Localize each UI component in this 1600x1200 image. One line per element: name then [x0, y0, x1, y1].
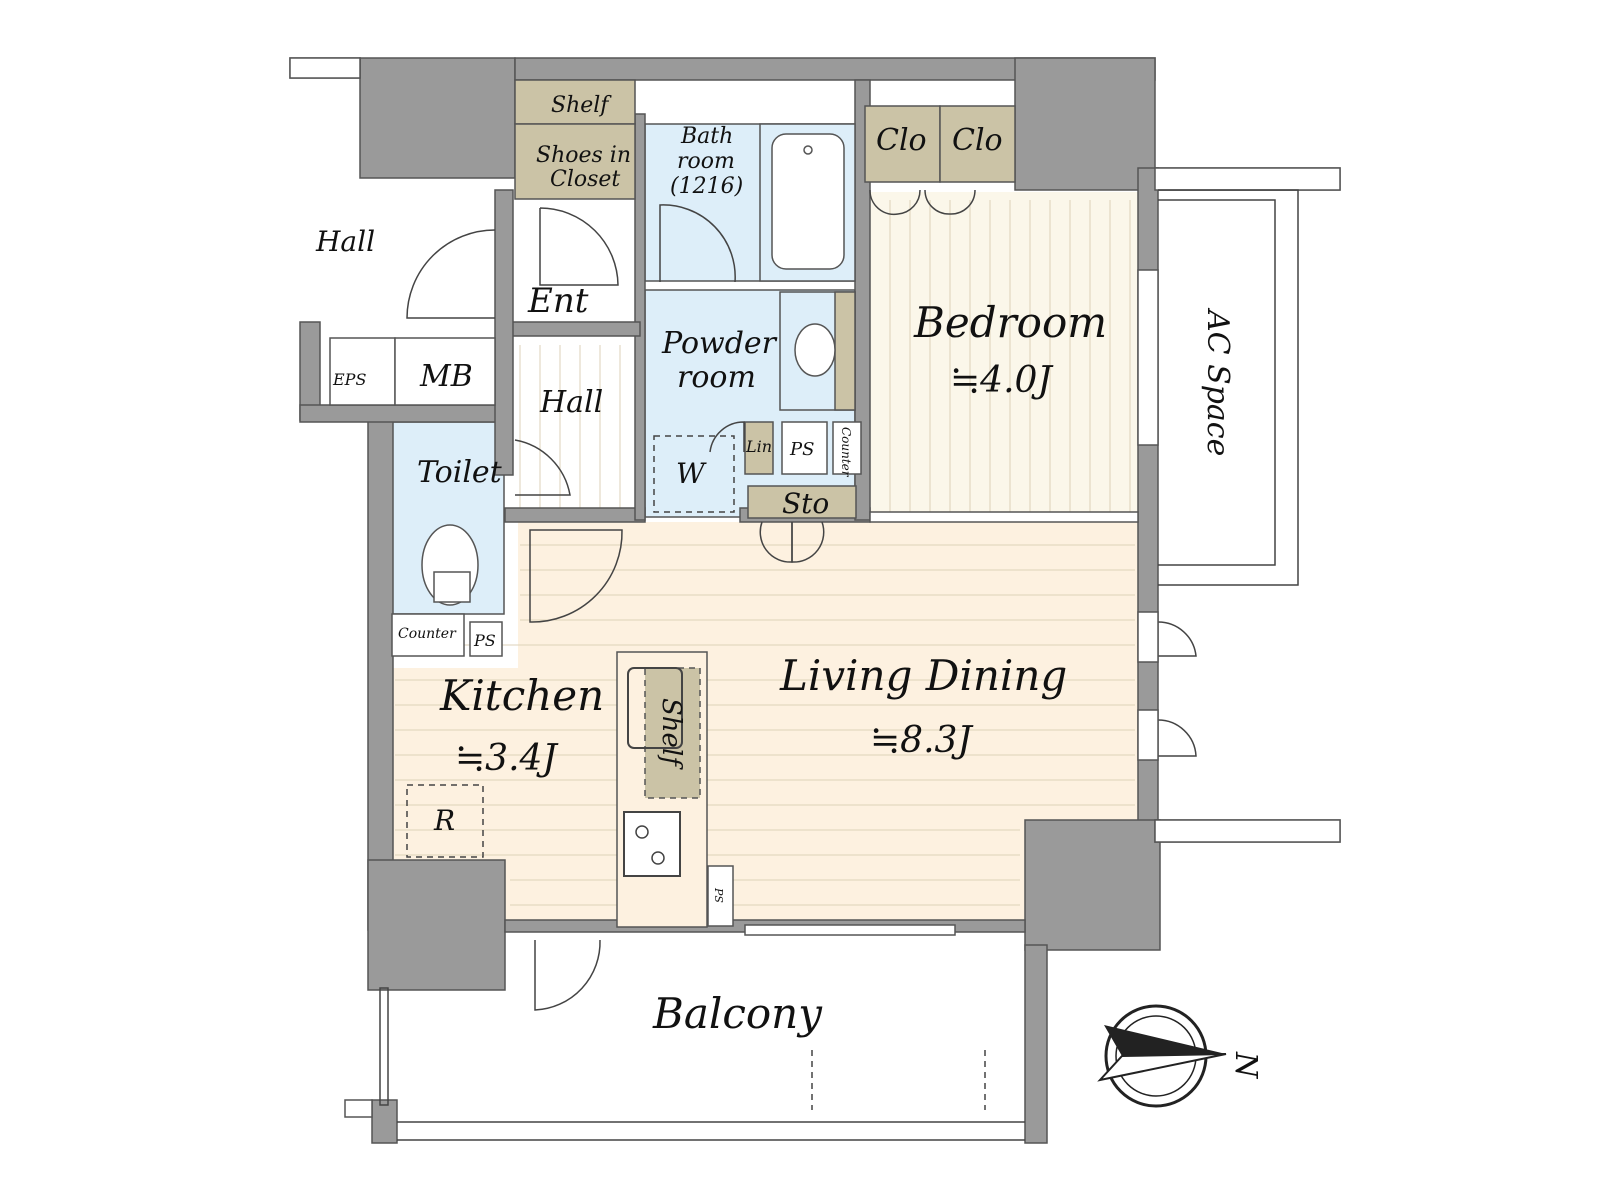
mb-label: MB [419, 359, 473, 394]
bedroom-label: Bedroom [913, 298, 1107, 347]
closet-1 [864, 105, 941, 183]
mb-box [394, 337, 496, 406]
compass-north-label: N [1228, 1051, 1263, 1080]
bedroom-floor [870, 192, 1138, 518]
toilet-counter [391, 613, 465, 657]
fridge-space [406, 784, 484, 858]
living-dining-label: Living Dining [779, 651, 1067, 700]
balcony-outline [344, 987, 1025, 1141]
fridge-label: R [433, 804, 455, 837]
balcony-label: Balcony [652, 989, 823, 1038]
entrance-label: Ent [527, 281, 589, 321]
bathtub-icon [759, 123, 856, 282]
shoes-closet-label-2: Closet [550, 167, 620, 192]
floor-lines [395, 200, 1135, 906]
linen-closet [744, 421, 774, 475]
eps-label: EPS [332, 370, 366, 389]
kitchen-label: Kitchen [439, 671, 604, 720]
kitchen-ps-label: PS [712, 887, 725, 903]
shoes-closet-label-1: Shoes in [536, 143, 631, 168]
kitchen-counter [616, 651, 734, 928]
linen-label: Lin [745, 437, 772, 456]
washer-label: W [676, 457, 707, 490]
powder-room-label-2: room [677, 360, 756, 395]
storage-sto [747, 485, 857, 519]
counter-center-label: Counter [839, 427, 853, 478]
living-floor [392, 522, 1138, 928]
toilet-ps-label: PS [473, 631, 496, 650]
ps-center-label: PS [789, 439, 814, 460]
kitchen-size-label: ≒3.4J [455, 738, 559, 779]
eps-box [329, 337, 396, 406]
closet-2-label: Clo [952, 123, 1003, 158]
bathroom-label-3: (1216) [670, 174, 743, 199]
hall-inside-label: Hall [539, 385, 603, 420]
room-labels: Hall EPS MB Shelf Shoes in Closet Ent Ha… [315, 93, 1235, 1038]
storage-label: Sto [782, 487, 829, 520]
powder-room-label-1: Powder [661, 326, 778, 361]
shelf-top [514, 79, 636, 125]
toilet-counter-label: Counter [398, 626, 457, 642]
living-dining-size-label: ≒8.3J [870, 720, 974, 761]
kitchen-shelf-label: Shelf [656, 698, 686, 770]
ac-space-outline [1158, 189, 1299, 586]
hall-outside-label: Hall [315, 225, 375, 258]
bathroom-label-1: Bath [680, 124, 733, 149]
bedroom-size-label: ≒4.0J [950, 360, 1054, 401]
counter-box [832, 421, 862, 475]
closet-1-label: Clo [876, 123, 927, 158]
closet-2 [939, 105, 1016, 183]
doors [406, 189, 1197, 1011]
windows [744, 269, 1159, 936]
ps-box [781, 421, 828, 475]
bathroom-label-2: room [677, 149, 735, 174]
toilet-ps-box [469, 621, 503, 657]
ac-space-label: AC Space [1200, 307, 1235, 456]
washbasin-icon [779, 291, 856, 411]
compass-icon: N [1097, 1004, 1263, 1108]
toilet-label: Toilet [417, 455, 503, 490]
shelf-top-label: Shelf [551, 93, 612, 118]
toilet-icon [421, 524, 479, 606]
shoes-closet [514, 123, 636, 200]
